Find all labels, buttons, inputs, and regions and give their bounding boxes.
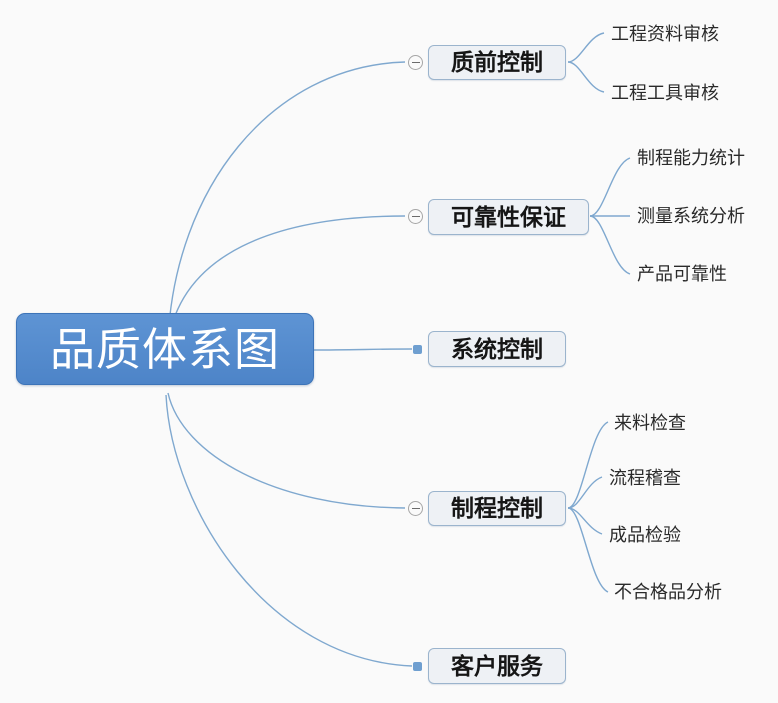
edge-branch-4-child-2 — [567, 476, 603, 509]
edge-root-to-branch-5 — [165, 394, 413, 667]
branch-node-3-label: 系统控制 — [451, 335, 543, 362]
child-label-2-1[interactable]: 制程能力统计 — [637, 148, 745, 168]
edge-branch-4-child-4 — [567, 507, 609, 593]
branch-node-4[interactable]: 制程控制 — [428, 491, 566, 526]
edge-branch-1-child-2 — [567, 61, 605, 93]
branch-node-2-label: 可靠性保证 — [451, 203, 566, 230]
edge-branch-4-child-3 — [567, 507, 603, 535]
edge-branch-2-child-1 — [589, 157, 631, 217]
edge-branch-1-child-1 — [567, 32, 605, 63]
edge-branch-4-child-1 — [567, 421, 609, 509]
edge-root-to-branch-1 — [167, 61, 406, 341]
child-label-1-2[interactable]: 工程工具审核 — [611, 83, 719, 103]
collapse-minus-icon-branch-1[interactable] — [408, 55, 423, 70]
root-node[interactable]: 品质体系图 — [16, 313, 314, 385]
child-label-4-3[interactable]: 成品检验 — [609, 525, 681, 545]
branch-node-5[interactable]: 客户服务 — [428, 648, 566, 684]
child-label-4-2[interactable]: 流程稽查 — [609, 468, 681, 488]
branch-node-2[interactable]: 可靠性保证 — [428, 199, 589, 235]
branch-node-5-label: 客户服务 — [451, 652, 543, 679]
collapse-minus-icon-branch-2[interactable] — [408, 209, 423, 224]
child-label-1-1[interactable]: 工程资料审核 — [611, 24, 719, 44]
child-label-4-4[interactable]: 不合格品分析 — [614, 582, 722, 602]
edge-root-to-branch-4 — [167, 392, 406, 509]
collapse-minus-icon-branch-4[interactable] — [408, 501, 423, 516]
leaf-dot-icon-branch-3 — [413, 345, 422, 354]
root-node-label: 品质体系图 — [49, 323, 280, 375]
branch-node-4-label: 制程控制 — [451, 495, 543, 521]
leaf-dot-icon-branch-5 — [413, 662, 422, 671]
edge-root-to-branch-3 — [313, 348, 413, 351]
branch-node-1-label: 质前控制 — [451, 49, 543, 75]
child-label-2-2[interactable]: 测量系统分析 — [637, 206, 745, 226]
branch-node-1[interactable]: 质前控制 — [428, 45, 566, 80]
child-label-2-3[interactable]: 产品可靠性 — [637, 264, 727, 284]
child-label-4-1[interactable]: 来料检查 — [614, 413, 686, 433]
edge-branch-2-child-3 — [589, 215, 631, 275]
branch-node-3[interactable]: 系统控制 — [428, 331, 566, 367]
